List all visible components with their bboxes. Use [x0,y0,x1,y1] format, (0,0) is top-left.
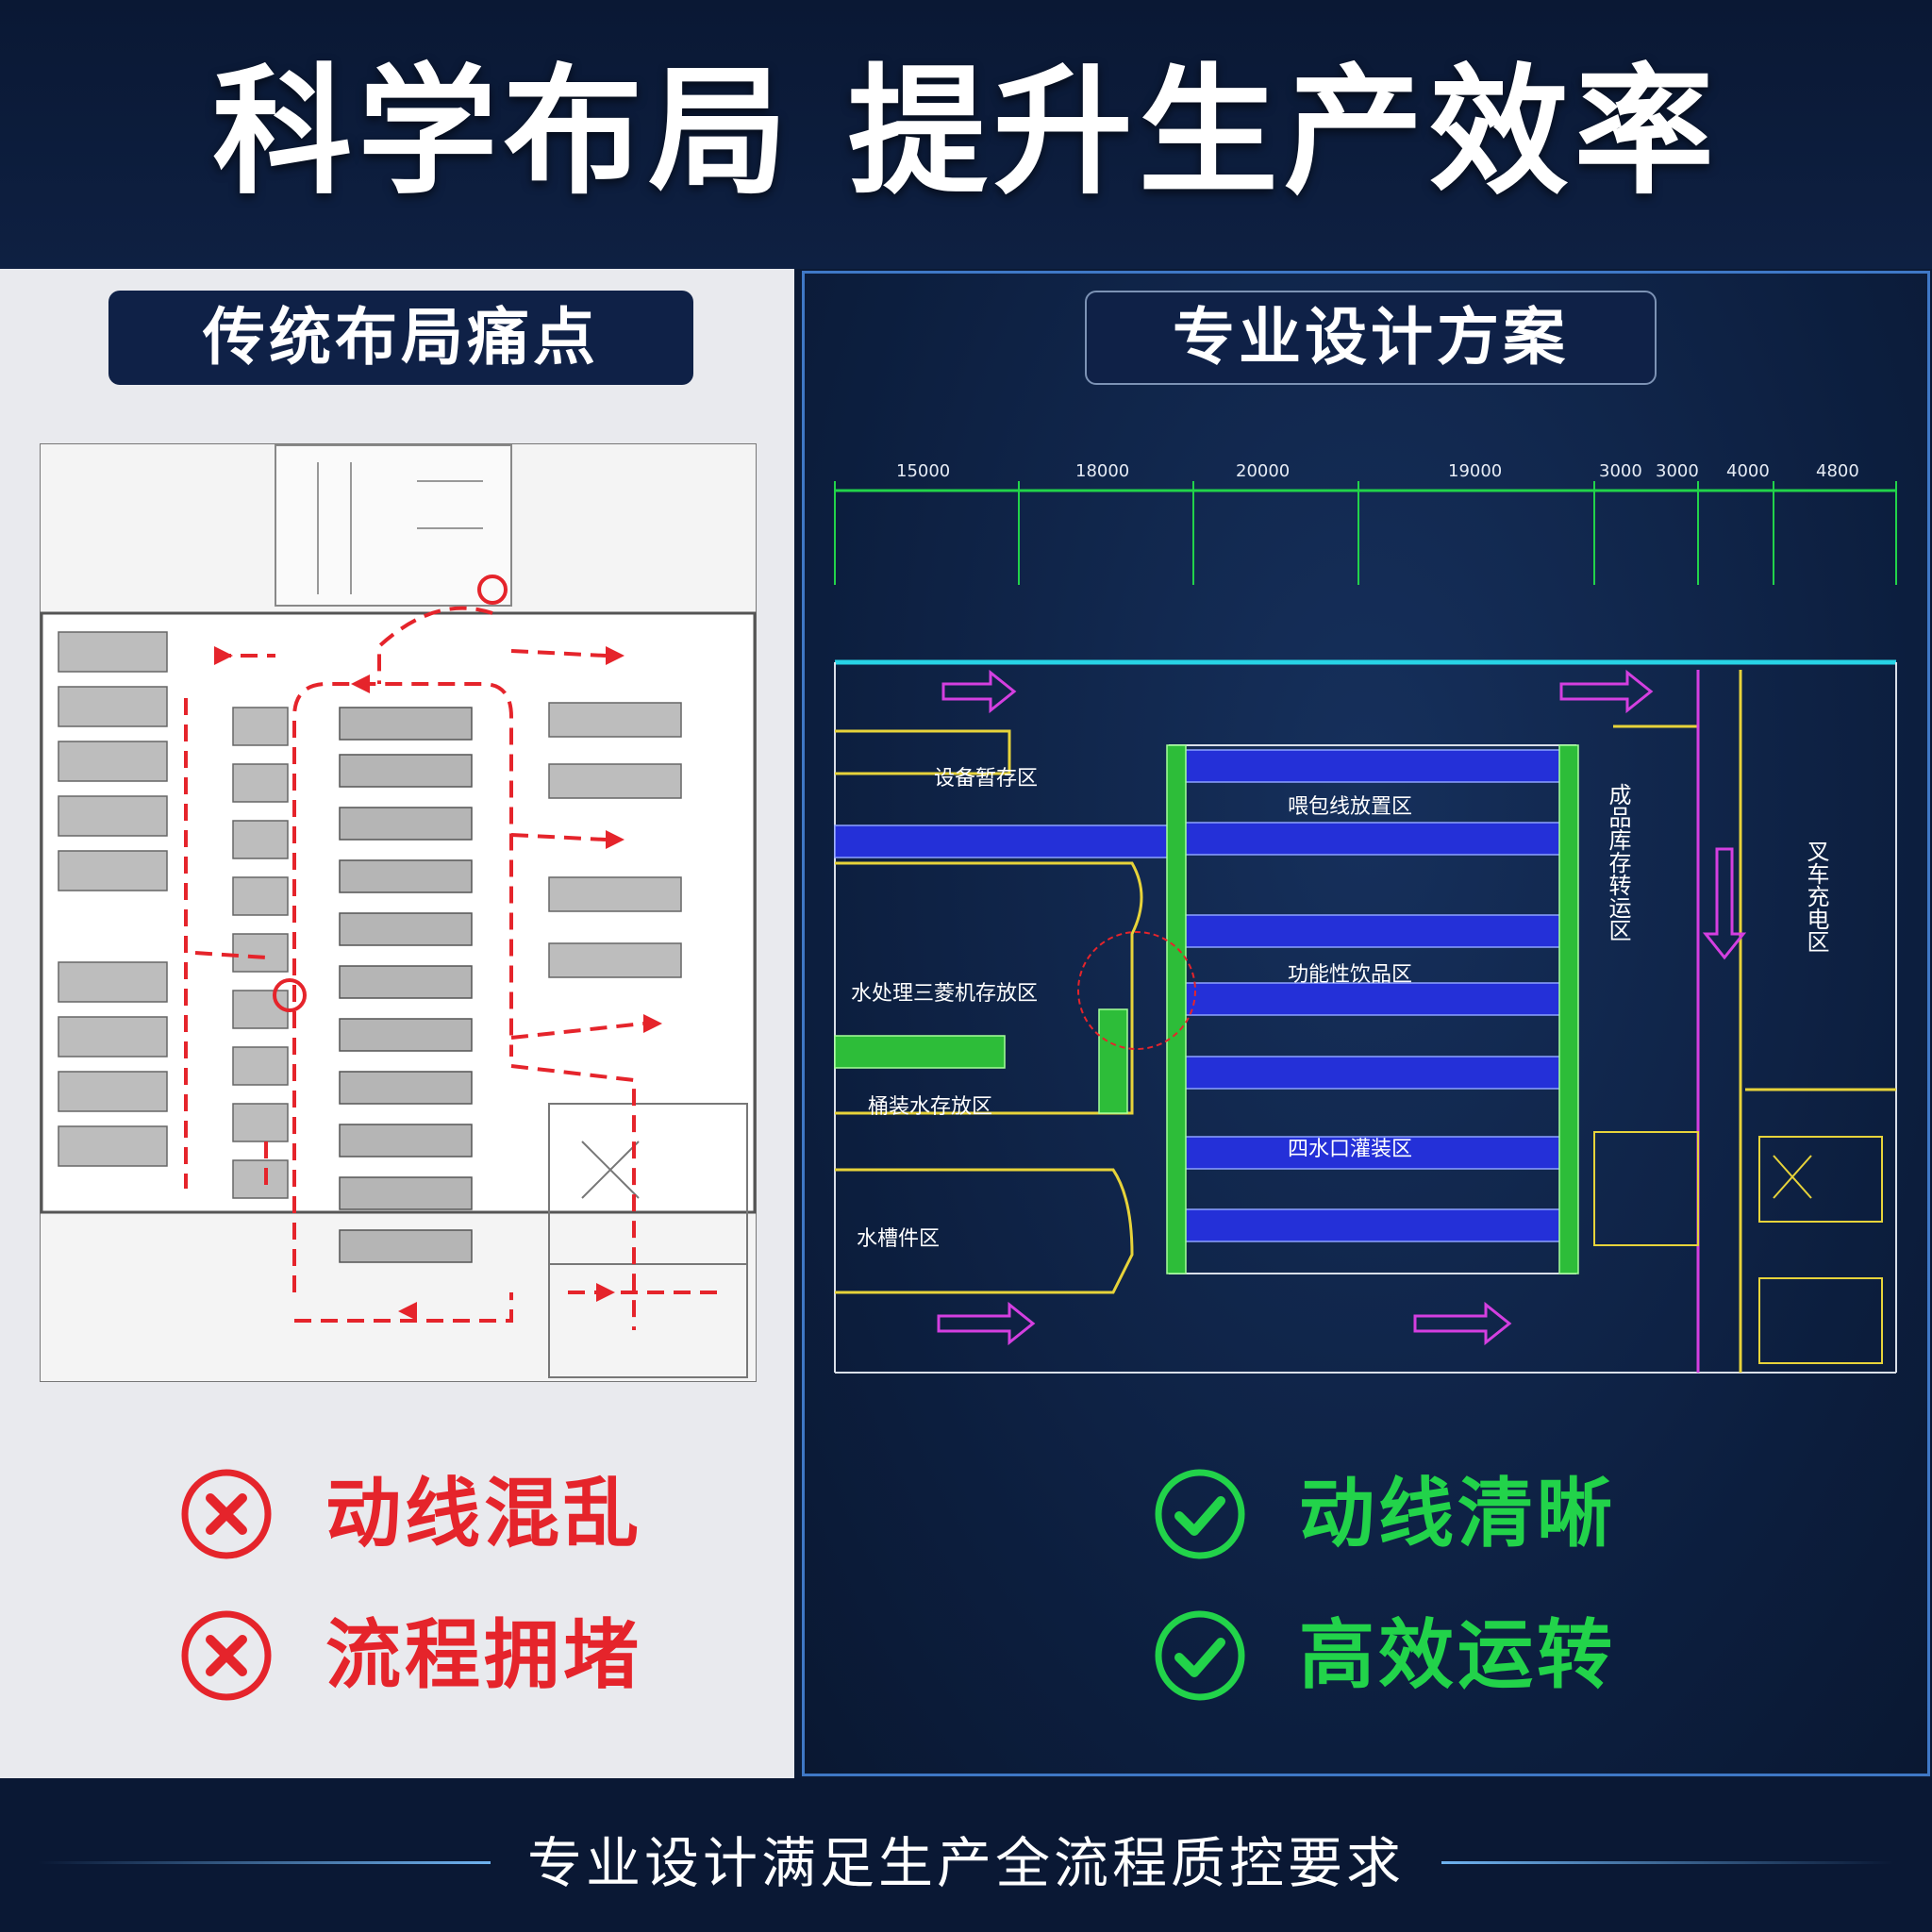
traditional-floor-plan [40,443,757,1382]
zone-label: 水槽件区 [857,1227,940,1251]
check-circle-icon [1155,1469,1245,1559]
issue-label: 动线混乱 [325,1470,642,1557]
zone-label: 四水口灌装区 [1288,1138,1412,1161]
dimension-label: 4800 [1816,461,1859,481]
issue-label: 流程拥堵 [325,1611,642,1699]
dimension-label: 3000 [1656,461,1699,481]
dimension-label: 15000 [896,461,950,481]
page-title: 科学布局 提升生产效率 [212,51,1720,213]
professional-design-tag: 专业设计方案 [1085,291,1657,385]
footer-caption: 专业设计满足生产全流程质控要求 [526,1831,1405,1895]
dimension-label: 18000 [1075,461,1129,481]
cross-circle-icon [181,1469,272,1559]
cross-circle-icon [181,1610,272,1701]
check-circle-icon [1155,1610,1245,1701]
dimension-label: 19000 [1448,461,1502,481]
zone-label-vertical: 叉车充电区 [1803,840,1829,953]
footer-bar [0,1778,1932,1932]
benefit-label: 动线清晰 [1299,1470,1616,1557]
footer-divider-right [1441,1861,1894,1864]
zone-label: 功能性饮品区 [1288,963,1412,987]
zone-label: 喂包线放置区 [1288,795,1412,819]
zone-label: 设备暂存区 [934,767,1038,791]
benefit-item-clear-flow: 动线清晰 [1153,1467,1616,1561]
issue-item-congested-process: 流程拥堵 [179,1608,642,1703]
traditional-layout-tag: 传统布局痛点 [108,291,693,385]
header-banner [0,0,1932,269]
issue-item-chaotic-flow: 动线混乱 [179,1467,642,1561]
professional-floor-plan: 15000 18000 20000 19000 3000 3000 4000 4… [834,461,1897,1374]
zone-label-vertical: 成品库存转运区 [1605,783,1631,941]
footer-divider-left [38,1861,491,1864]
benefit-item-efficient-operation: 高效运转 [1153,1608,1616,1703]
zone-label: 水处理三菱机存放区 [851,982,1038,1006]
zone-label: 桶装水存放区 [868,1095,992,1119]
dimension-label: 3000 [1599,461,1642,481]
dimension-label: 20000 [1236,461,1290,481]
benefit-label: 高效运转 [1299,1611,1616,1699]
dimension-label: 4000 [1726,461,1770,481]
professional-design-panel [802,271,1930,1776]
